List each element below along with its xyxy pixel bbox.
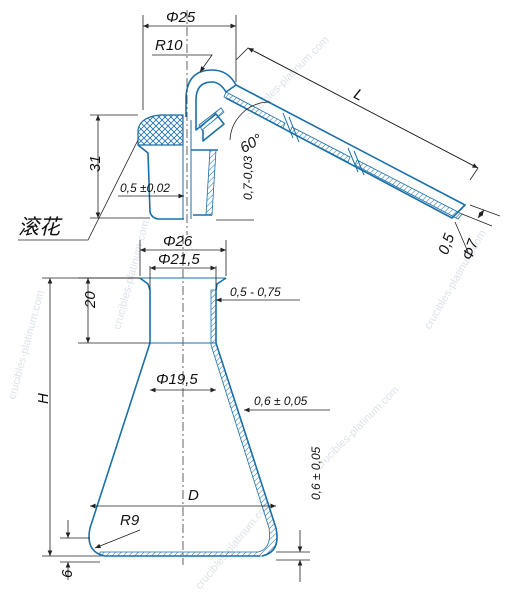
dim-cap-height: 31: [87, 155, 104, 172]
cap-assembly: [137, 10, 466, 235]
dim-base-wall: 0,6 ± 0,05: [309, 446, 323, 500]
cap-body: [137, 144, 184, 220]
dim-base-diameter: D: [188, 487, 199, 504]
delivery-tube-wall-2: [289, 126, 351, 163]
dim-tube-length: L: [351, 86, 366, 105]
cap-tube-inner: [191, 149, 218, 216]
watermark: crucibles-platinum.com: [111, 219, 152, 331]
hood-wall: [198, 107, 225, 131]
dim-body-wall: 0,6 ± 0,05: [254, 394, 308, 408]
knurl-label: 滚花: [18, 215, 63, 239]
cap-inner-sleeve: [182, 120, 192, 219]
dim-base-offset: 6: [59, 569, 76, 578]
watermark: crucibles-platinum.com: [6, 289, 47, 401]
watermarks: crucibles-platinum.com crucibles-platinu…: [6, 34, 489, 592]
watermark: crucibles-platinum.com: [193, 498, 274, 592]
dim-neck-outer: Φ26: [163, 233, 193, 250]
knurl-callout: 滚花: [18, 139, 139, 241]
dim-tube-diameter: Φ7: [459, 236, 482, 262]
dim-neck-height: 20: [82, 291, 99, 309]
flask-dimensions: Φ26 Φ21,5 0,5 - 0,75 20 Φ19,5 0,6 ± 0,05…: [35, 233, 330, 582]
dim-cap-wall: 0,5 ±0,02: [120, 181, 170, 195]
dim-neck-inner: Φ21,5: [158, 251, 200, 268]
flask: [88, 235, 278, 565]
dim-height: H: [35, 393, 52, 404]
dim-tube-wall-thin: 0,5: [435, 231, 458, 257]
cap-hood: [185, 69, 237, 142]
cap-wall-right: [205, 149, 217, 216]
dim-body-top: Φ19,5: [156, 371, 198, 388]
dim-bend-radius: R10: [155, 37, 183, 54]
delivery-tube-wall-3: [354, 159, 463, 220]
dim-tube-angle: 60°: [237, 131, 265, 157]
dim-cap-diameter: Φ25: [166, 9, 196, 26]
dim-lip-thickness: 0,5 - 0,75: [230, 285, 281, 299]
knurled-band: [137, 114, 184, 146]
dim-base-radius: R9: [120, 512, 140, 529]
watermark: crucibles-platinum.com: [314, 384, 402, 472]
dim-tube-wall: 0,7-0,03: [241, 156, 255, 200]
